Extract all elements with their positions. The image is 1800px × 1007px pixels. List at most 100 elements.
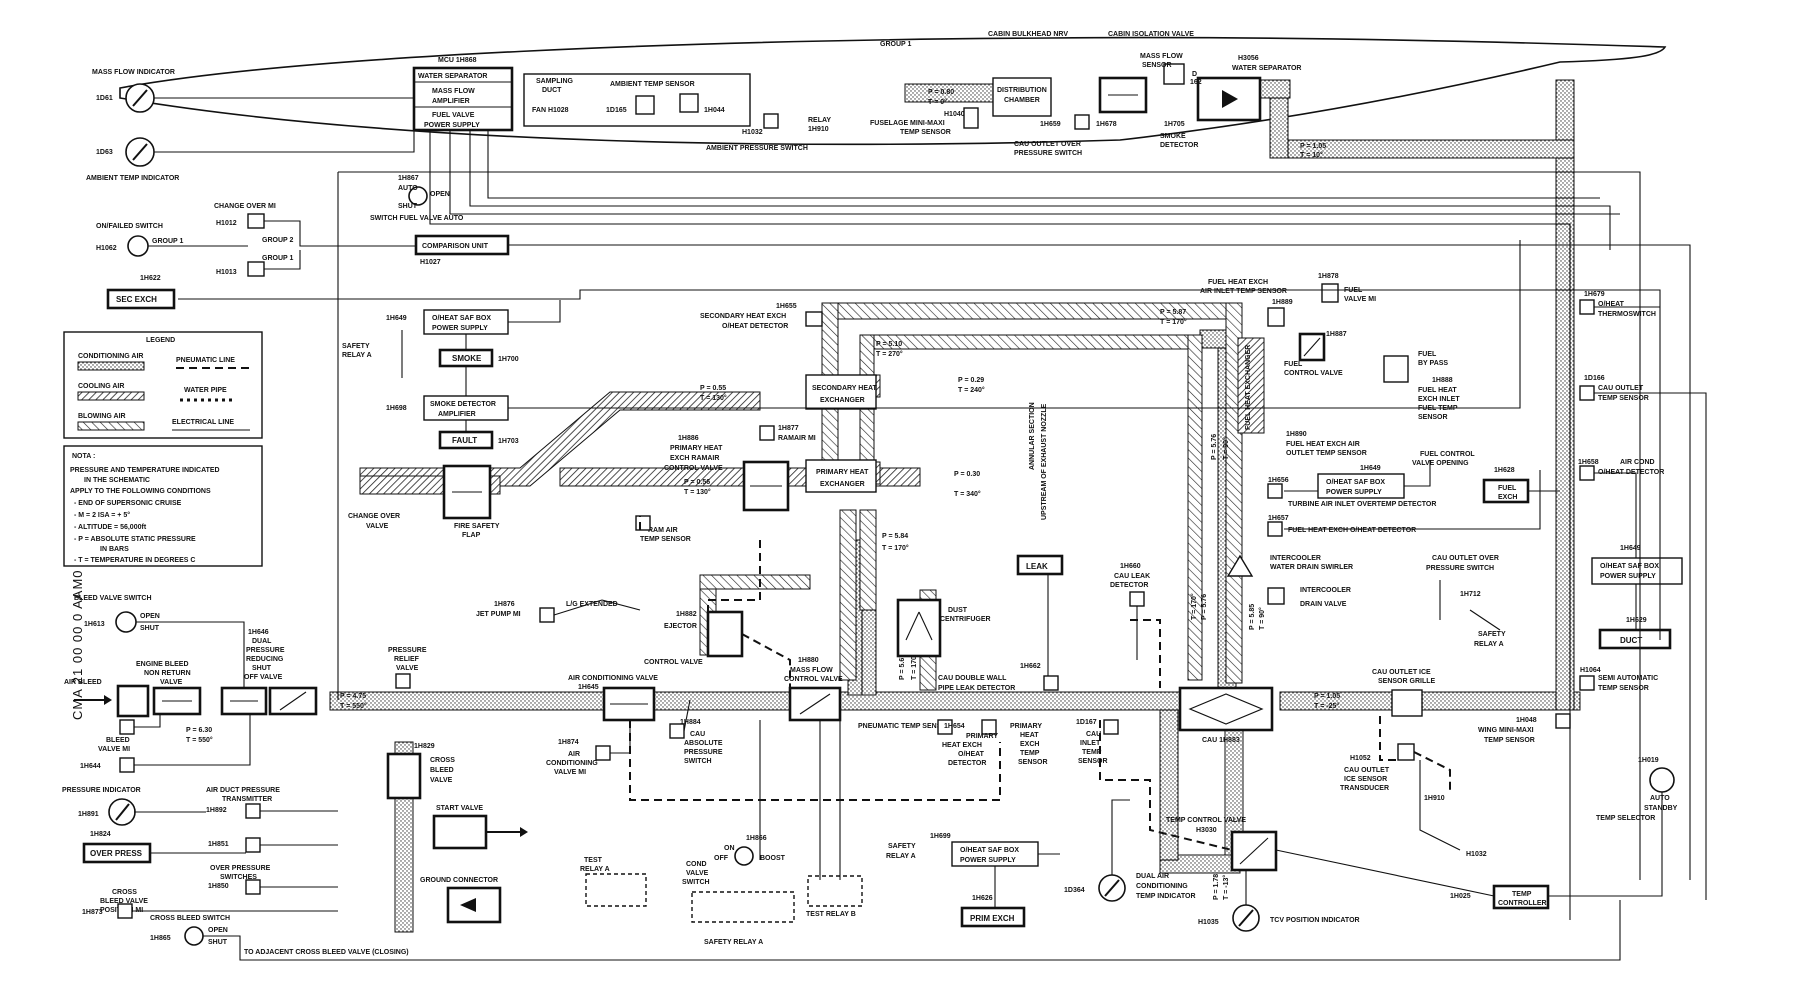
svg-text:CONTROLLER: CONTROLLER [1498,900,1547,907]
svg-text:AUTO: AUTO [1650,795,1670,802]
svg-text:H1052: H1052 [1350,755,1371,762]
svg-text:1H874: 1H874 [558,739,579,746]
fuel-section: FUEL HEAT EXCH AIR INLET TEMP SENSOR 1H8… [1160,273,1530,608]
svg-text:EXCH: EXCH [1498,494,1517,501]
svg-text:DETECTOR: DETECTOR [1110,582,1148,589]
left-indicators: MASS FLOW INDICATOR 1D61 1D63 AMBIENT TE… [86,69,293,310]
svg-text:CAU LEAK: CAU LEAK [1114,573,1150,580]
svg-text:SWITCH: SWITCH [682,879,710,886]
fuel-valve-auto-switch-icon[interactable] [408,186,428,206]
svg-text:EXCH RAMAIR: EXCH RAMAIR [670,455,719,462]
svg-text:BLEED VALVE SWITCH: BLEED VALVE SWITCH [74,595,152,602]
svg-text:CHAMBER: CHAMBER [1004,97,1040,104]
duct-annunciator [1598,628,1672,650]
svg-text:FUEL CONTROL: FUEL CONTROL [1420,451,1475,458]
svg-text:FUEL HEAT EXCH: FUEL HEAT EXCH [1208,279,1268,286]
svg-text:BLEED: BLEED [430,767,454,774]
svg-text:VALVE: VALVE [430,777,453,784]
svg-text:P = 1.78: P = 1.78 [1213,874,1220,900]
svg-text:RELAY A: RELAY A [342,352,372,359]
svg-text:PIPE LEAK DETECTOR: PIPE LEAK DETECTOR [938,685,1015,692]
svg-text:H3056: H3056 [1238,55,1259,62]
svg-text:P = 0.80: P = 0.80 [928,89,954,96]
svg-text:CONTROL VALVE: CONTROL VALVE [664,465,723,472]
svg-text:PRESSURE INDICATOR: PRESSURE INDICATOR [62,787,141,794]
svg-text:1D166: 1D166 [1584,375,1605,382]
svg-text:1D165: 1D165 [606,107,627,114]
svg-text:INLET: INLET [1080,740,1101,747]
svg-text:VALVE OPENING: VALVE OPENING [1412,460,1469,467]
distribution-chamber-label: DISTRIBUTION [997,87,1047,94]
svg-text:RAM AIR: RAM AIR [648,527,678,534]
svg-text:OPEN: OPEN [430,191,450,198]
svg-text:P = 5.87: P = 5.87 [1160,309,1186,316]
svg-text:1H851: 1H851 [208,841,229,848]
svg-text:P = 5.85: P = 5.85 [1249,604,1256,630]
svg-text:SMOKE: SMOKE [452,354,482,363]
svg-text:BOOST: BOOST [760,855,786,862]
svg-text:1H657: 1H657 [1268,515,1289,522]
svg-text:LEAK: LEAK [1026,562,1048,571]
svg-text:1H712: 1H712 [1460,591,1481,598]
svg-text:PNEUMATIC LINE: PNEUMATIC LINE [176,357,235,364]
temp-selector-icon[interactable] [1649,767,1675,793]
svg-text:VALVE: VALVE [366,523,389,530]
svg-text:TRANSDUCER: TRANSDUCER [1340,785,1389,792]
bleed-valve-switch-icon[interactable] [115,611,137,633]
svg-text:INTERCOOLER: INTERCOOLER [1270,555,1321,562]
svg-text:DUAL AIR: DUAL AIR [1136,873,1169,880]
svg-text:H1062: H1062 [96,245,117,252]
svg-text:CAU OUTLET: CAU OUTLET [1344,767,1390,774]
svg-text:FUEL HEAT EXCHANGER: FUEL HEAT EXCHANGER [1245,345,1252,430]
svg-text:1H889: 1H889 [1272,299,1293,306]
svg-text:TEMP SENSOR: TEMP SENSOR [640,536,691,543]
svg-text:CONTROL VALVE: CONTROL VALVE [784,676,843,683]
svg-text:FUEL VALVE: FUEL VALVE [432,112,475,119]
svg-text:OPEN: OPEN [140,613,160,620]
svg-text:AIR INLET TEMP SENSOR: AIR INLET TEMP SENSOR [1200,288,1287,295]
svg-text:H1032: H1032 [742,129,763,136]
svg-text:CROSS: CROSS [112,889,137,896]
svg-text:SMOKE: SMOKE [1160,133,1186,140]
svg-text:T = 90°: T = 90° [1258,607,1266,630]
svg-text:FUEL: FUEL [1284,361,1303,368]
svg-text:CAU DOUBLE WALL: CAU DOUBLE WALL [938,675,1007,682]
svg-text:1H658: 1H658 [1578,459,1599,466]
svg-text:HEAT EXCH: HEAT EXCH [942,742,982,749]
svg-text:T = 240°: T = 240° [958,386,985,394]
svg-text:AMBIENT TEMP SENSOR: AMBIENT TEMP SENSOR [610,81,695,88]
svg-text:AUTO: AUTO [398,185,418,192]
svg-text:SHUT: SHUT [252,665,272,672]
svg-text:1H613: 1H613 [84,621,105,628]
svg-text:1H622: 1H622 [140,275,161,282]
svg-text:OVER PRESS: OVER PRESS [90,849,143,858]
svg-text:TRANSMITTER: TRANSMITTER [222,796,272,803]
svg-text:VALVE: VALVE [686,870,709,877]
svg-text:TEMP SENSOR: TEMP SENSOR [1484,737,1535,744]
svg-text:T = 270°: T = 270° [876,350,903,358]
svg-text:POWER SUPPLY: POWER SUPPLY [432,325,488,332]
svg-text:WATER PIPE: WATER PIPE [184,387,227,394]
svg-text:- P = ABSOLUTE STATIC PRESSURE: - P = ABSOLUTE STATIC PRESSURE [74,536,196,543]
svg-text:H1064: H1064 [1580,667,1601,674]
svg-text:FLAP: FLAP [462,532,481,539]
svg-text:P = 5.10: P = 5.10 [876,341,902,348]
svg-text:T = 340°: T = 340° [954,490,981,498]
svg-text:O/HEAT SAF BOX: O/HEAT SAF BOX [1326,479,1385,486]
svg-text:1H892: 1H892 [206,807,227,814]
svg-text:PRIMARY: PRIMARY [966,733,998,740]
svg-text:COMPARISON UNIT: COMPARISON UNIT [422,243,489,250]
on-failed-switch-icon[interactable] [127,235,149,257]
svg-text:OUTLET TEMP SENSOR: OUTLET TEMP SENSOR [1286,450,1367,457]
group1-top-label: GROUP 1 [880,41,911,48]
cross-bleed-switch-icon[interactable] [184,926,204,946]
svg-text:TEMP SENSOR: TEMP SENSOR [900,129,951,136]
cond-valve-boost-switch-icon[interactable] [734,846,754,866]
svg-text:IN BARS: IN BARS [100,546,129,553]
svg-text:RELAY A: RELAY A [580,866,610,873]
svg-text:HEAT: HEAT [1020,732,1039,739]
svg-text:1H662: 1H662 [1020,663,1041,670]
svg-text:SEMI AUTOMATIC: SEMI AUTOMATIC [1598,675,1658,682]
svg-text:OPEN: OPEN [208,927,228,934]
svg-text:H1013: H1013 [216,269,237,276]
